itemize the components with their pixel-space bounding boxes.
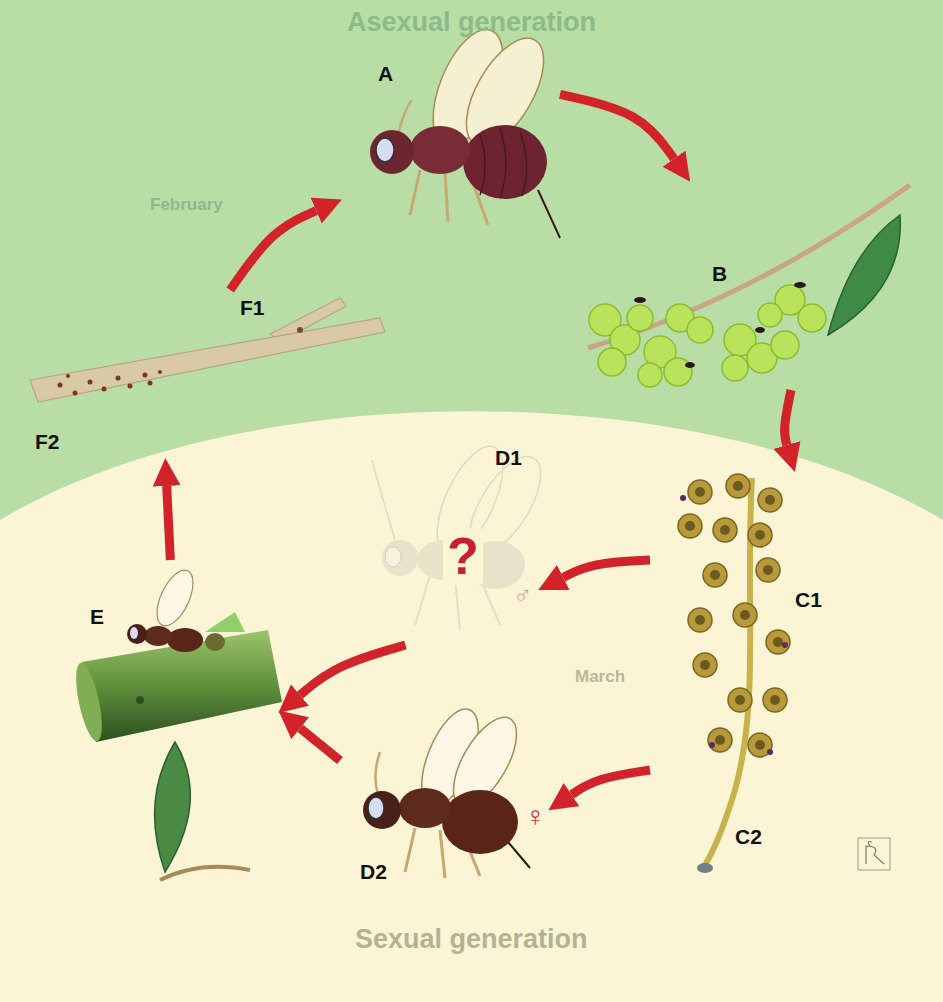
asexual-wasp	[370, 20, 560, 238]
catkin-gall-stage: C1C2	[650, 470, 835, 870]
month-label: March	[575, 668, 625, 687]
month-label: February	[150, 196, 223, 215]
female-stage: D2 ♀	[340, 730, 550, 910]
twig-with-exit-holes	[30, 298, 385, 402]
oviposition-stage: E	[65, 560, 280, 890]
cycle-arrow	[300, 645, 406, 695]
stage-symbol: ♀	[525, 802, 546, 833]
stage-symbol: ♂	[513, 580, 533, 609]
stage-letter: B	[712, 262, 727, 285]
stage-letter: A	[378, 62, 393, 85]
branch-with-galls	[588, 185, 910, 387]
oviposition-twig	[71, 565, 282, 880]
cycle-arrow	[230, 211, 316, 290]
asexual-wasp-stage: A	[340, 30, 560, 260]
cycle-arrow	[785, 390, 791, 445]
generation-heading: Sexual generation	[355, 925, 588, 955]
stage-symbol: C2	[735, 825, 762, 848]
asexual-ground	[0, 0, 943, 520]
unknown-male-wasp	[372, 437, 554, 630]
sexual-female-wasp	[363, 702, 530, 878]
stage-letter: D2	[360, 860, 387, 883]
stage-letter: D1	[495, 446, 522, 469]
gall-stage: B	[570, 180, 910, 390]
stage-letter: C1	[795, 588, 822, 611]
generation-heading: Asexual generation	[347, 8, 596, 38]
stage-letter: F1	[240, 296, 265, 319]
catkin-galls	[678, 474, 790, 873]
artist-monogram	[858, 838, 890, 870]
twig-stage: F1F2	[25, 290, 385, 460]
stage-letter: E	[90, 605, 104, 628]
cycle-arrow	[563, 560, 650, 577]
cycle-arrow	[560, 94, 674, 158]
stage-symbol: ?	[443, 528, 483, 585]
cycle-arrow	[300, 728, 340, 760]
stage-symbol: F2	[35, 430, 60, 453]
male-stage: D1? ♂	[345, 430, 540, 645]
cycle-arrow	[167, 486, 171, 560]
cycle-arrow	[572, 770, 650, 795]
